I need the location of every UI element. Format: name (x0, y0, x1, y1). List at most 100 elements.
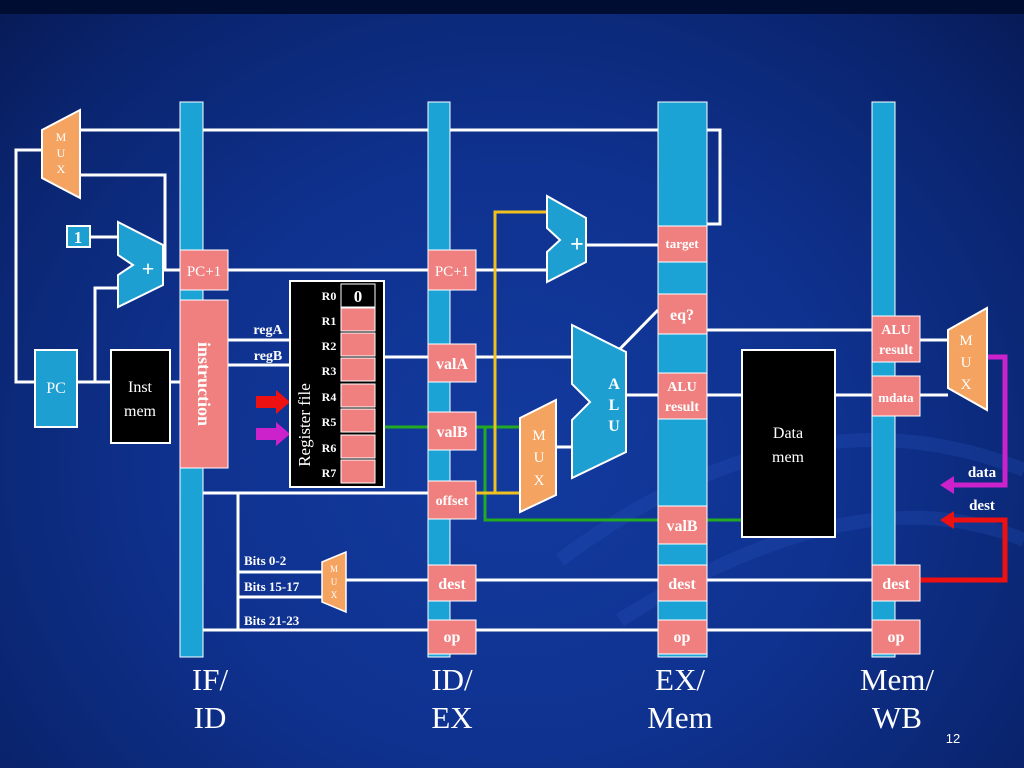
regB-label: regB (254, 349, 283, 364)
reg-label: R6 (322, 441, 337, 455)
mux-letter: X (57, 162, 66, 176)
svg-text:op: op (674, 629, 691, 646)
mem-wb-mdata: mdata (871, 375, 921, 417)
id-ex-pc-plus-1: PC+1 (427, 249, 477, 291)
svg-text:ID/: ID/ (431, 662, 473, 697)
svg-text:A: A (608, 376, 620, 393)
svg-text:WB: WB (872, 700, 922, 735)
data-mem: Data mem (741, 349, 836, 538)
mem-wb-dest: dest (871, 564, 921, 602)
reg-label: R2 (322, 339, 337, 353)
svg-text:1: 1 (74, 228, 83, 247)
svg-text:ALU: ALU (881, 323, 911, 338)
svg-text:valB: valB (666, 518, 697, 535)
reg-label: R0 (322, 289, 337, 303)
svg-text:IF/: IF/ (192, 662, 229, 697)
svg-text:+: + (570, 232, 584, 258)
svg-text:Mem: Mem (647, 700, 712, 735)
fetch-mux: M U X (41, 108, 81, 200)
svg-text:PC: PC (46, 380, 66, 397)
stage-label-ex-mem: EX/ Mem (647, 662, 712, 735)
writeback-data-label: data (968, 465, 997, 481)
register-file: Register file 0 R0 R1 R2 R3 R4 R5 R6 R7 (289, 280, 385, 488)
write-data-arrow (256, 422, 290, 446)
ex-mem-valB: valB (657, 505, 708, 545)
alu-input-mux: M U X (519, 398, 557, 514)
svg-text:op: op (888, 629, 905, 646)
ex-mem-op: op (657, 619, 708, 655)
bits-label: Bits 15-17 (244, 579, 300, 594)
alu: A L U (571, 323, 627, 480)
id-ex-valA: valA (427, 343, 477, 383)
svg-text:U: U (961, 355, 972, 371)
reg-cell (340, 408, 376, 433)
svg-text:PC+1: PC+1 (187, 264, 221, 280)
reg-label: R7 (322, 466, 337, 480)
ex-mem-target: target (657, 225, 708, 263)
writeback-dest-label: dest (969, 498, 995, 514)
writeback-mux: M U X (947, 306, 988, 412)
svg-text:ALU: ALU (667, 380, 697, 395)
stage-label-mem-wb: Mem/ WB (860, 662, 934, 735)
svg-text:Data: Data (773, 425, 803, 442)
pc-adder: + (117, 220, 164, 309)
stage-label-if-id: IF/ ID (192, 662, 229, 735)
svg-text:offset: offset (436, 494, 469, 509)
mem-wb-alu-result: ALU result (871, 315, 921, 363)
svg-text:M: M (532, 428, 545, 444)
svg-text:mdata: mdata (878, 390, 914, 405)
svg-text:X: X (534, 473, 545, 489)
svg-text:dest: dest (882, 576, 910, 593)
dest-mux: M U X (321, 550, 347, 614)
reg-cell (340, 307, 376, 332)
svg-text:M: M (330, 564, 338, 574)
inst-mem: Inst mem (110, 349, 171, 444)
svg-text:X: X (331, 590, 338, 600)
svg-text:eq?: eq? (670, 307, 694, 324)
if-id-pc-plus-1: PC+1 (179, 249, 229, 291)
svg-text:mem: mem (124, 403, 157, 420)
slide-number: 12 (946, 731, 960, 746)
mux-letter: M (56, 130, 67, 144)
svg-text:EX: EX (431, 700, 472, 735)
top-band (0, 0, 1024, 14)
if-id-instruction: instruction (179, 299, 229, 469)
svg-text:L: L (609, 397, 620, 414)
svg-text:U: U (608, 418, 620, 435)
mux-letter: U (57, 146, 66, 160)
svg-text:valA: valA (436, 356, 468, 373)
reg-label: R1 (322, 314, 337, 328)
ex-mem-dest: dest (657, 564, 708, 602)
writeback-arrows (920, 354, 1008, 583)
reg-label: R4 (322, 390, 337, 404)
svg-text:op: op (444, 629, 461, 646)
id-ex-op: op (427, 619, 477, 655)
stage-label-id-ex: ID/ EX (431, 662, 473, 735)
r0-value: 0 (354, 287, 363, 306)
reg-cell (340, 434, 376, 459)
svg-text:PC+1: PC+1 (435, 264, 469, 280)
regA-label: regA (253, 323, 283, 338)
svg-text:ID: ID (194, 700, 227, 735)
svg-text:Mem/: Mem/ (860, 662, 934, 697)
bits-label: Bits 0-2 (244, 553, 286, 568)
reg-label: R5 (322, 415, 337, 429)
reg-label: R3 (322, 364, 337, 378)
svg-text:U: U (331, 577, 338, 587)
svg-text:M: M (959, 333, 972, 349)
svg-text:U: U (534, 450, 545, 466)
svg-text:dest: dest (438, 576, 466, 593)
svg-text:Register file: Register file (295, 383, 314, 467)
svg-text:dest: dest (668, 576, 696, 593)
reg-cell (340, 383, 376, 408)
const-one-box: 1 (66, 225, 91, 248)
id-ex-valB: valB (427, 411, 477, 451)
ex-mem-eq: eq? (657, 293, 708, 335)
id-ex-dest: dest (427, 564, 477, 602)
reg-cell (340, 459, 376, 484)
svg-text:+: + (142, 256, 155, 281)
svg-text:EX/: EX/ (655, 662, 705, 697)
svg-text:instruction: instruction (194, 342, 214, 426)
mem-wb-op: op (871, 619, 921, 655)
